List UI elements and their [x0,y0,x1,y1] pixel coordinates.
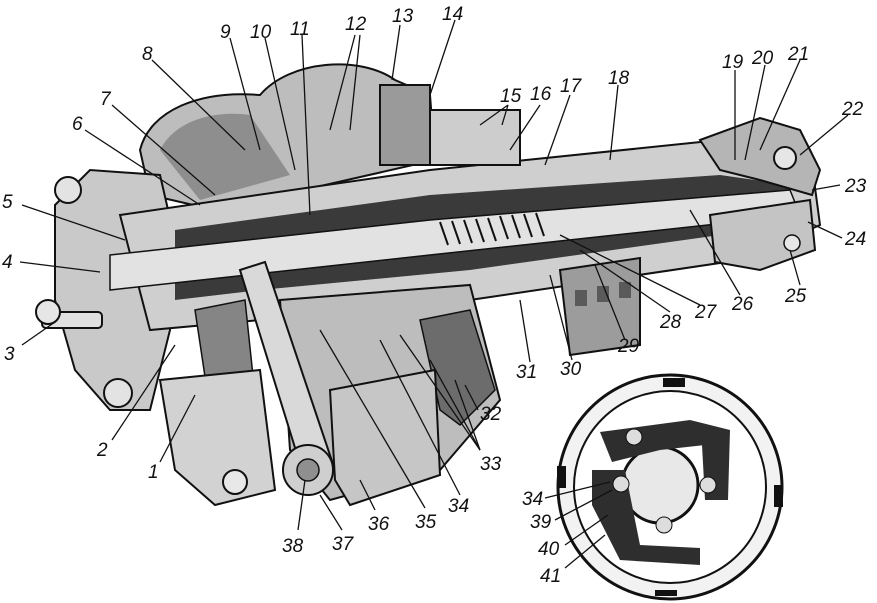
callout-22: 22 [841,99,864,120]
callout-inset-40: 40 [538,539,560,560]
callout-6: 6 [72,114,83,135]
callout-labels: 1 2 3 4 5 6 7 8 9 10 11 12 13 14 15 16 1… [2,4,867,587]
callout-18: 18 [608,68,630,89]
leader-lines [19,19,849,569]
rack-teeth [575,282,631,306]
bracket-bolt [222,469,248,495]
inset-tab-right [774,485,783,507]
callout-27: 27 [694,302,718,323]
pedestal [328,368,442,507]
spring [439,212,545,246]
callout-32: 32 [480,404,502,425]
callout-15: 15 [500,86,522,107]
callout-10: 10 [250,22,272,43]
upper-housing-shade [160,113,290,200]
inset-arm-top [600,420,705,462]
callout-16: 16 [530,84,552,105]
callout-38: 38 [282,536,304,557]
callout-14: 14 [442,4,463,25]
callout-13: 13 [392,6,414,27]
mechanism-drawing [35,63,822,507]
callout-19: 19 [722,52,744,73]
callout-24: 24 [844,229,866,250]
callout-21: 21 [787,44,809,65]
top-block [379,84,431,166]
inset-hub [620,445,700,525]
inset-arm-right [690,420,730,500]
lever-hub-center [296,458,320,482]
callout-7: 7 [100,89,112,110]
callout-1: 1 [148,462,159,483]
callout-28: 28 [659,312,682,333]
inset-detail [556,373,784,601]
callout-30: 30 [560,359,582,380]
top-fitting [429,109,521,166]
cover-bolt-top [54,176,82,204]
callout-26: 26 [731,294,754,315]
callout-inset-41: 41 [540,566,561,587]
callout-11: 11 [290,19,310,40]
inset-pin-2 [699,476,717,494]
callout-36: 36 [368,514,390,535]
callout-17: 17 [560,76,583,97]
lower-right-end [708,198,817,272]
inset-tab-top [663,378,685,387]
callout-5: 5 [2,192,13,213]
inset-arm-left [592,470,700,565]
end-bolt [783,234,801,252]
callout-34: 34 [448,496,469,517]
callout-23: 23 [844,176,867,197]
inset-tab-left [557,466,566,488]
callout-9: 9 [220,22,231,43]
callout-12: 12 [345,14,367,35]
bracket [158,368,277,507]
inset-pin-4 [655,516,673,534]
stud-nut [35,299,61,325]
callout-8: 8 [142,44,153,65]
callout-33: 33 [480,454,502,475]
inset-pin-3 [612,475,630,493]
callout-inset-39: 39 [530,512,552,533]
callout-29: 29 [617,336,640,357]
cover-bolt-bottom [103,378,133,408]
callout-20: 20 [751,48,774,69]
callout-31: 31 [516,362,537,383]
inset-pin-1 [625,428,643,446]
callout-2: 2 [96,440,108,461]
callout-35: 35 [415,512,437,533]
callout-4: 4 [2,252,13,273]
callout-25: 25 [784,286,807,307]
callout-37: 37 [332,534,355,555]
head-pin [773,146,797,170]
callout-inset-34: 34 [522,489,543,510]
inset-tab-bottom [655,590,677,596]
callout-3: 3 [4,344,15,365]
right-head [698,116,822,197]
